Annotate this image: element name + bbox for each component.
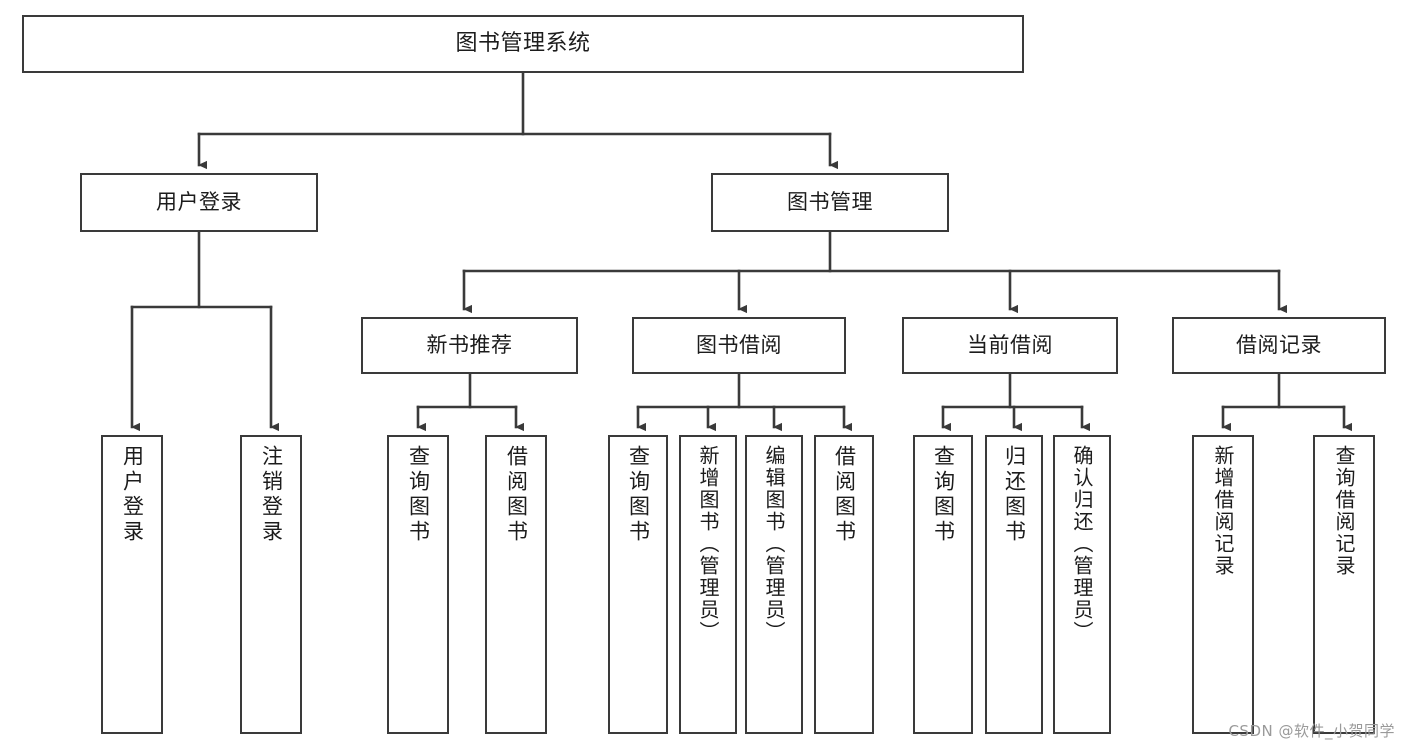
leaf-user-login[interactable]: 用户登录: [101, 435, 163, 734]
node-new-book-recommend[interactable]: 新书推荐: [361, 317, 578, 374]
leaf-query-book-newbook[interactable]: 查询图书: [387, 435, 449, 734]
node-label: 图书管理系统: [455, 30, 591, 56]
watermark: CSDN @软件_小贺同学: [1228, 722, 1395, 740]
leaf-edit-book-admin[interactable]: 编辑图书（管理员）: [745, 435, 803, 734]
node-root-system[interactable]: 图书管理系统: [22, 15, 1024, 73]
leaf-query-borrow-record[interactable]: 查询借阅记录: [1313, 435, 1375, 734]
node-label: 注销登录: [259, 445, 284, 545]
node-label: 查询图书: [406, 445, 431, 545]
node-label: 用户登录: [120, 445, 145, 545]
leaf-add-book-admin[interactable]: 新增图书（管理员）: [679, 435, 737, 734]
node-label: 新增图书（管理员）: [696, 445, 720, 643]
node-borrow-records[interactable]: 借阅记录: [1172, 317, 1386, 374]
node-label: 新书推荐: [426, 332, 513, 357]
node-label: 确认归还（管理员）: [1070, 445, 1094, 643]
node-label: 查询借阅记录: [1332, 445, 1356, 577]
node-label: 图书管理: [787, 189, 873, 214]
node-label: 查询图书: [626, 445, 651, 545]
node-label: 当前借阅: [967, 332, 1053, 357]
leaf-query-book-borrow[interactable]: 查询图书: [608, 435, 668, 734]
leaf-return-book[interactable]: 归还图书: [985, 435, 1043, 734]
leaf-add-borrow-record[interactable]: 新增借阅记录: [1192, 435, 1254, 734]
node-label: 归还图书: [1002, 445, 1027, 545]
node-book-management[interactable]: 图书管理: [711, 173, 949, 232]
node-label: 图书借阅: [696, 332, 782, 357]
node-label: 借阅图书: [832, 445, 857, 545]
node-book-borrow[interactable]: 图书借阅: [632, 317, 846, 374]
node-label: 用户登录: [156, 189, 242, 214]
leaf-confirm-return-admin[interactable]: 确认归还（管理员）: [1053, 435, 1111, 734]
leaf-user-logout[interactable]: 注销登录: [240, 435, 302, 734]
leaf-borrow-book-newbook[interactable]: 借阅图书: [485, 435, 547, 734]
node-current-borrow[interactable]: 当前借阅: [902, 317, 1118, 374]
node-label: 借阅记录: [1236, 332, 1322, 357]
node-label: 新增借阅记录: [1211, 445, 1235, 577]
leaf-query-book-current[interactable]: 查询图书: [913, 435, 973, 734]
node-user-login[interactable]: 用户登录: [80, 173, 318, 232]
node-label: 借阅图书: [504, 445, 529, 545]
node-label: 编辑图书（管理员）: [762, 445, 786, 643]
leaf-borrow-book[interactable]: 借阅图书: [814, 435, 874, 734]
node-label: 查询图书: [931, 445, 956, 545]
